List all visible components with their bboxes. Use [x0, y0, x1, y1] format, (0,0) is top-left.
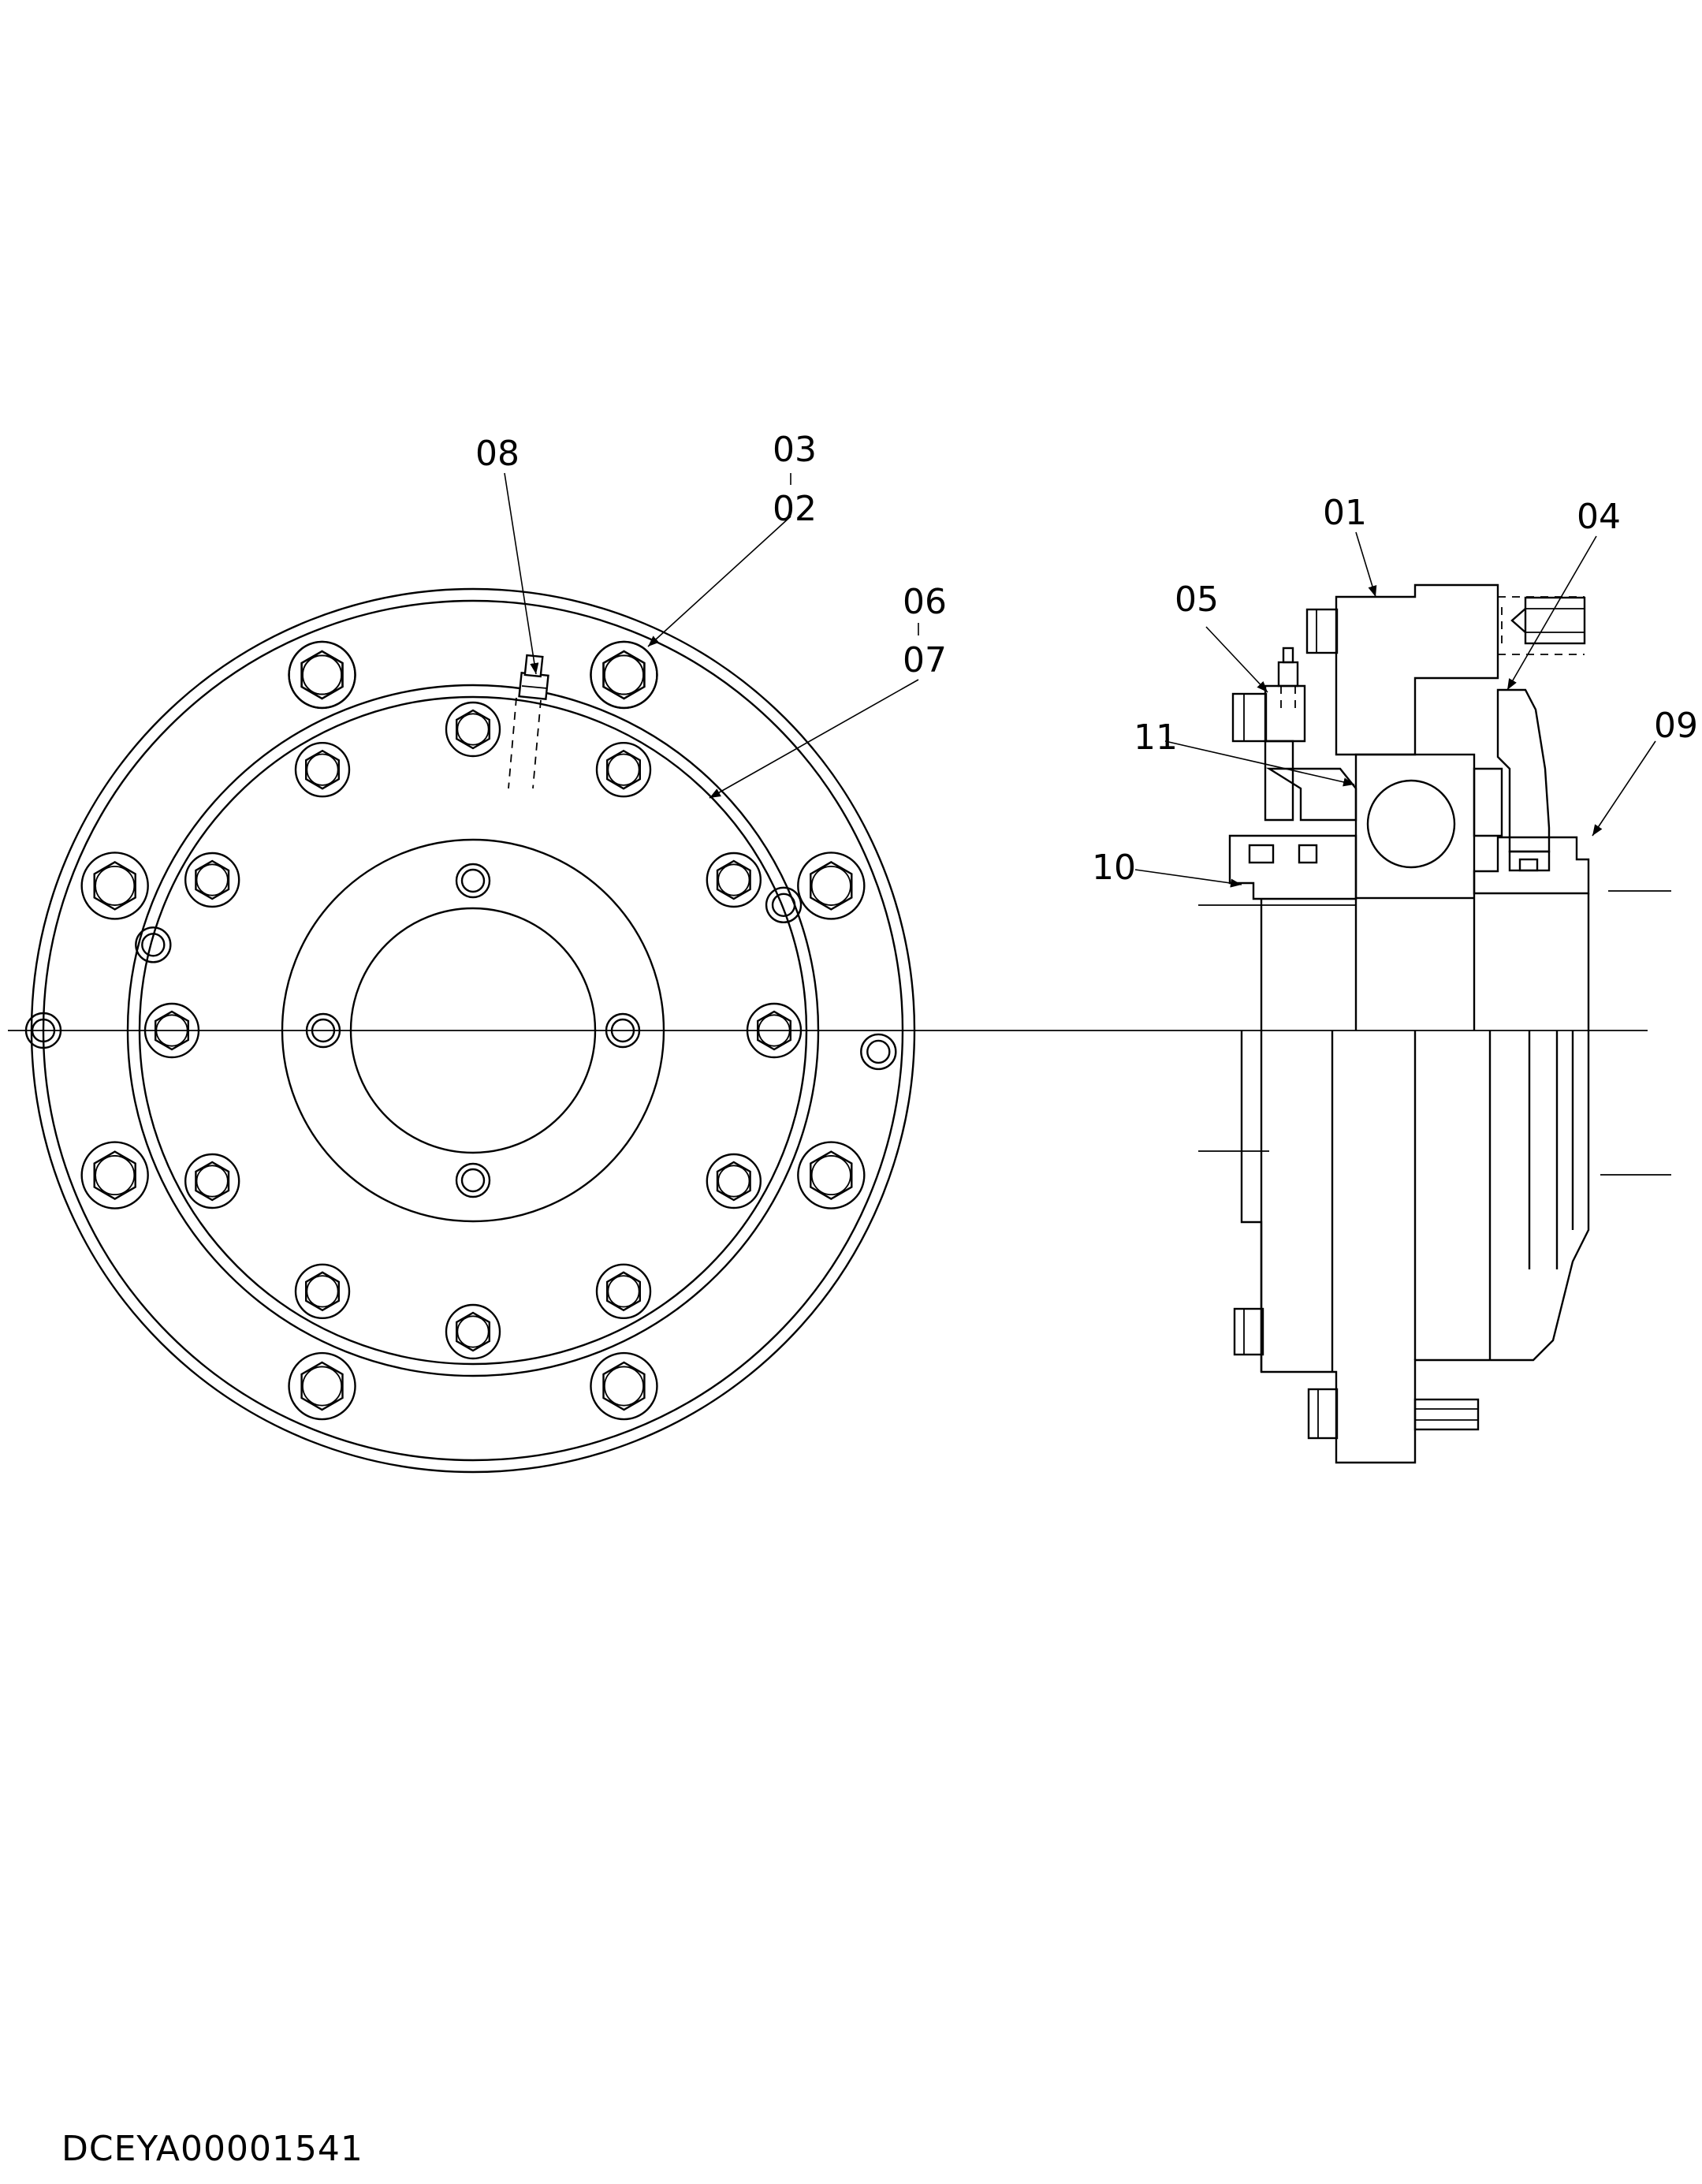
front-view — [8, 587, 1648, 1474]
callout-04: 04 — [1577, 497, 1621, 537]
plug — [135, 926, 172, 963]
flange-ring — [126, 684, 820, 1377]
cover-plate — [1473, 836, 1590, 895]
callout-02: 02 — [773, 489, 817, 529]
hub-hole — [605, 1012, 641, 1049]
inner-race — [1354, 753, 1476, 900]
bearing-ball — [1366, 779, 1456, 869]
outer-bolt — [80, 1141, 149, 1209]
lower-bolt-left — [1233, 1307, 1264, 1356]
plug — [24, 1012, 62, 1049]
callout-08: 08 — [475, 434, 520, 474]
outer-bolts — [80, 640, 866, 1421]
document-code: DCEYA00001541 — [61, 2129, 363, 2169]
inner-bolt — [294, 741, 351, 798]
outer-bolt — [590, 640, 658, 710]
flange-ring-inner-edge — [138, 695, 808, 1366]
inner-bolt — [706, 852, 762, 908]
callout-01: 01 — [1323, 493, 1367, 533]
plug — [860, 1033, 897, 1071]
outer-bolt — [797, 852, 866, 920]
inner-bolt — [294, 1263, 351, 1320]
callout-05: 05 — [1175, 580, 1219, 620]
housing — [1496, 688, 1551, 853]
outer-race — [1335, 583, 1499, 756]
outer-ring-inner-edge — [42, 599, 904, 1462]
inner-bolt — [445, 1303, 501, 1360]
hub-face — [281, 838, 665, 1223]
hub-hole — [455, 1162, 491, 1198]
callout-11: 11 — [1134, 717, 1178, 758]
callout-09: 09 — [1654, 706, 1698, 746]
hub-hole — [305, 1012, 341, 1049]
outer-bolt — [288, 640, 356, 710]
outer-bolt — [590, 1351, 658, 1421]
outer-plugs — [24, 886, 897, 1071]
inner-bolt — [595, 1263, 652, 1320]
callout-10: 10 — [1092, 848, 1136, 888]
callout-07: 07 — [903, 640, 947, 680]
hub-hole — [455, 863, 491, 899]
outer-bolt — [80, 852, 149, 920]
inner-bolt — [706, 1153, 762, 1209]
inner-bolt — [595, 741, 652, 798]
grease-fitting — [508, 654, 549, 789]
inner-bolt — [184, 852, 240, 908]
inner-bolts — [143, 701, 803, 1360]
section-view — [1198, 583, 1671, 1464]
callout-labels: 08 03 02 06 07 01 04 05 11 09 10 — [475, 430, 1698, 888]
inner-bolt — [445, 701, 501, 758]
callout-06: 06 — [903, 582, 947, 622]
inner-bolt — [184, 1153, 240, 1209]
outer-bolt — [288, 1351, 356, 1421]
leader-lines — [504, 472, 1656, 888]
plug — [765, 886, 803, 923]
outer-bolt — [797, 1141, 866, 1209]
lower-bolt-right — [1413, 1398, 1480, 1431]
inner-bolt — [746, 1002, 803, 1059]
hub-bore — [349, 907, 597, 1154]
flange-bolt — [1231, 692, 1268, 743]
callout-03: 03 — [773, 430, 817, 470]
race-bolt-head — [1305, 608, 1339, 654]
hub-holes — [305, 863, 641, 1198]
inner-bolt — [143, 1002, 200, 1059]
lower-bolt-race — [1307, 1388, 1339, 1440]
